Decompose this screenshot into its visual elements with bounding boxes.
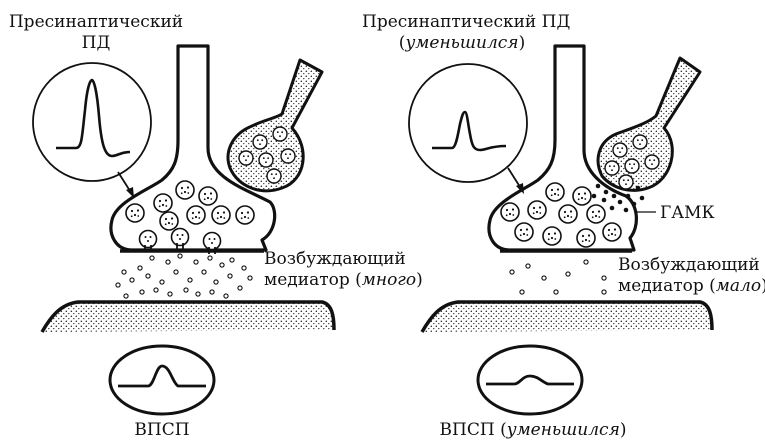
- right-mediator-suffix: ): [761, 276, 765, 296]
- left-mediator-line2: медиатор (много): [264, 270, 423, 291]
- left-presynaptic-line1: Пресинаптический: [8, 12, 184, 32]
- left-presynaptic-terminal: [109, 44, 277, 252]
- right-mediator-label: Возбуждающий медиатор (мало): [618, 255, 765, 297]
- right-presynaptic-close: ): [518, 33, 526, 53]
- right-epsp-label: ВПСП (уменьшился): [428, 420, 638, 441]
- right-mediator-prefix: медиатор (: [618, 276, 716, 296]
- right-mediator-line2: медиатор (мало): [618, 276, 765, 297]
- right-presynaptic-ap-label: Пресинаптический ПД (уменьшился): [362, 12, 571, 54]
- left-mediator-label: Возбуждающий медиатор (много): [264, 249, 423, 291]
- right-mediator-amount: мало: [715, 276, 762, 296]
- left-mediator-amount: много: [361, 270, 417, 290]
- right-presynaptic-open: (: [398, 33, 406, 53]
- gaba-molecules: [591, 183, 645, 213]
- right-epsp-trace: [486, 374, 574, 386]
- left-mediator-line1: Возбуждающий: [264, 249, 406, 269]
- right-ap-trace: [432, 110, 507, 152]
- right-presynaptic-line1: Пресинаптический ПД: [362, 12, 571, 32]
- right-epsp-prefix: ВПСП (: [439, 420, 507, 440]
- right-postsynaptic-membrane: [422, 302, 712, 332]
- left-postsynaptic-membrane: [42, 302, 334, 332]
- left-panel: [32, 44, 336, 416]
- right-epsp-suffix: ): [619, 420, 627, 440]
- left-ap-inset: [32, 62, 152, 182]
- right-epsp-italic: уменьшился: [506, 420, 620, 440]
- right-presynaptic-line2: (уменьшился): [362, 33, 562, 54]
- left-epsp-label: ВПСП: [134, 420, 190, 440]
- right-presynaptic-terminal: [487, 44, 638, 252]
- right-mediator-line1: Возбуждающий: [618, 255, 760, 275]
- left-ap-trace: [56, 78, 131, 158]
- right-inhibitory-terminal: [596, 56, 702, 192]
- left-presynaptic-ap-label: Пресинаптический ПД: [8, 12, 184, 54]
- right-presynaptic-italic: уменьшился: [405, 33, 519, 53]
- left-epsp-inset: [108, 344, 216, 416]
- gaba-label: ГАМК: [660, 203, 715, 223]
- right-released-mediator: [509, 259, 607, 295]
- right-epsp-inset: [476, 344, 584, 416]
- left-epsp-trace: [118, 364, 206, 388]
- right-panel: [408, 44, 714, 416]
- left-released-mediator: [115, 253, 253, 307]
- left-mediator-prefix: медиатор (: [264, 270, 362, 290]
- left-presynaptic-line2: ПД: [81, 33, 111, 53]
- left-mediator-suffix: ): [416, 270, 423, 290]
